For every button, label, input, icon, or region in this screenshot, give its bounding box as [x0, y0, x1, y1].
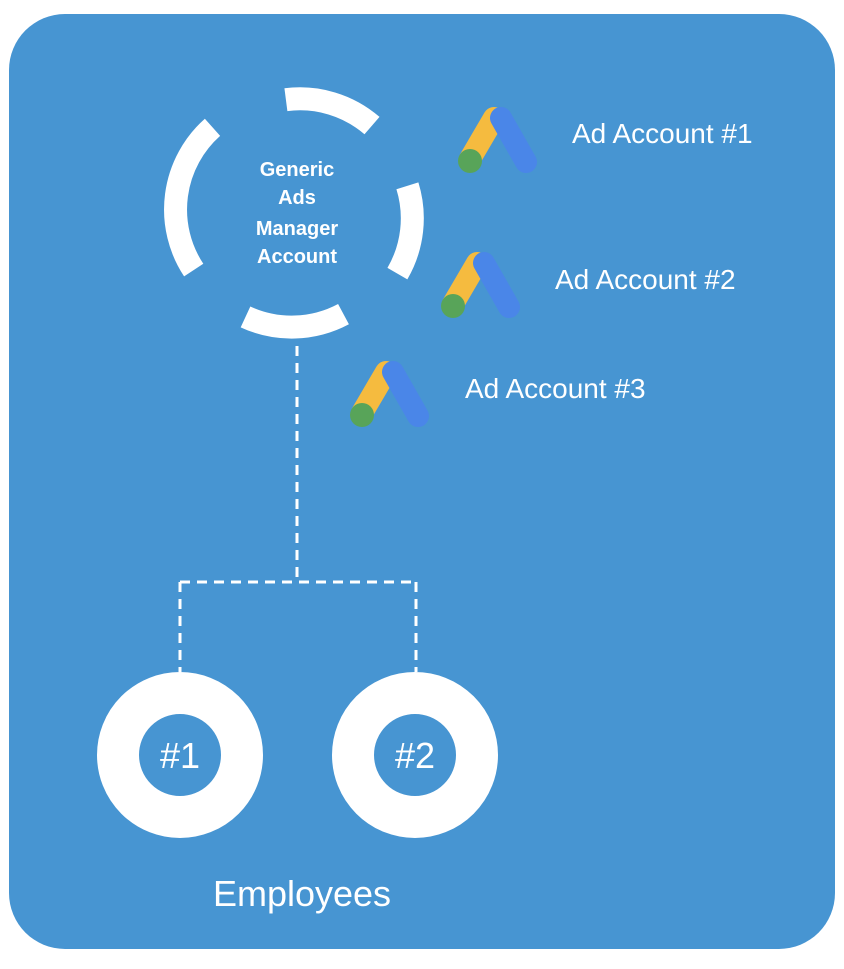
- google-ads-icon: [350, 361, 429, 427]
- manager-label-line: Account: [257, 246, 337, 268]
- ring-segment: [387, 182, 424, 280]
- employee-node: #2: [332, 672, 498, 838]
- ad-account-label: Ad Account #3: [465, 373, 646, 404]
- ring-segment: [284, 87, 380, 135]
- employee-label: #1: [160, 735, 200, 776]
- ring-segment: [164, 118, 221, 277]
- employee-label: #2: [395, 735, 435, 776]
- ad-account-label: Ad Account #1: [572, 118, 753, 149]
- ad-account: Ad Account #2: [441, 252, 736, 318]
- manager-label-line: Ads: [278, 187, 316, 209]
- connector-lines: [178, 346, 418, 672]
- ad-account: Ad Account #1: [458, 107, 753, 173]
- employee-ring: [332, 672, 498, 838]
- google-ads-icon: [458, 107, 537, 173]
- employee-ring: [97, 672, 263, 838]
- manager-label-line: Generic: [260, 159, 334, 181]
- employee-node: #1: [97, 672, 263, 838]
- ring-segment: [240, 303, 349, 339]
- ad-account-label: Ad Account #2: [555, 264, 736, 295]
- manager-label-line: Manager: [256, 218, 338, 240]
- manager-account-label: Generic Ads Manager Account: [256, 159, 338, 268]
- employees-caption: Employees: [213, 873, 391, 914]
- ad-account: Ad Account #3: [350, 361, 646, 427]
- manager-account-ring: [164, 87, 424, 339]
- google-ads-icon: [441, 252, 520, 318]
